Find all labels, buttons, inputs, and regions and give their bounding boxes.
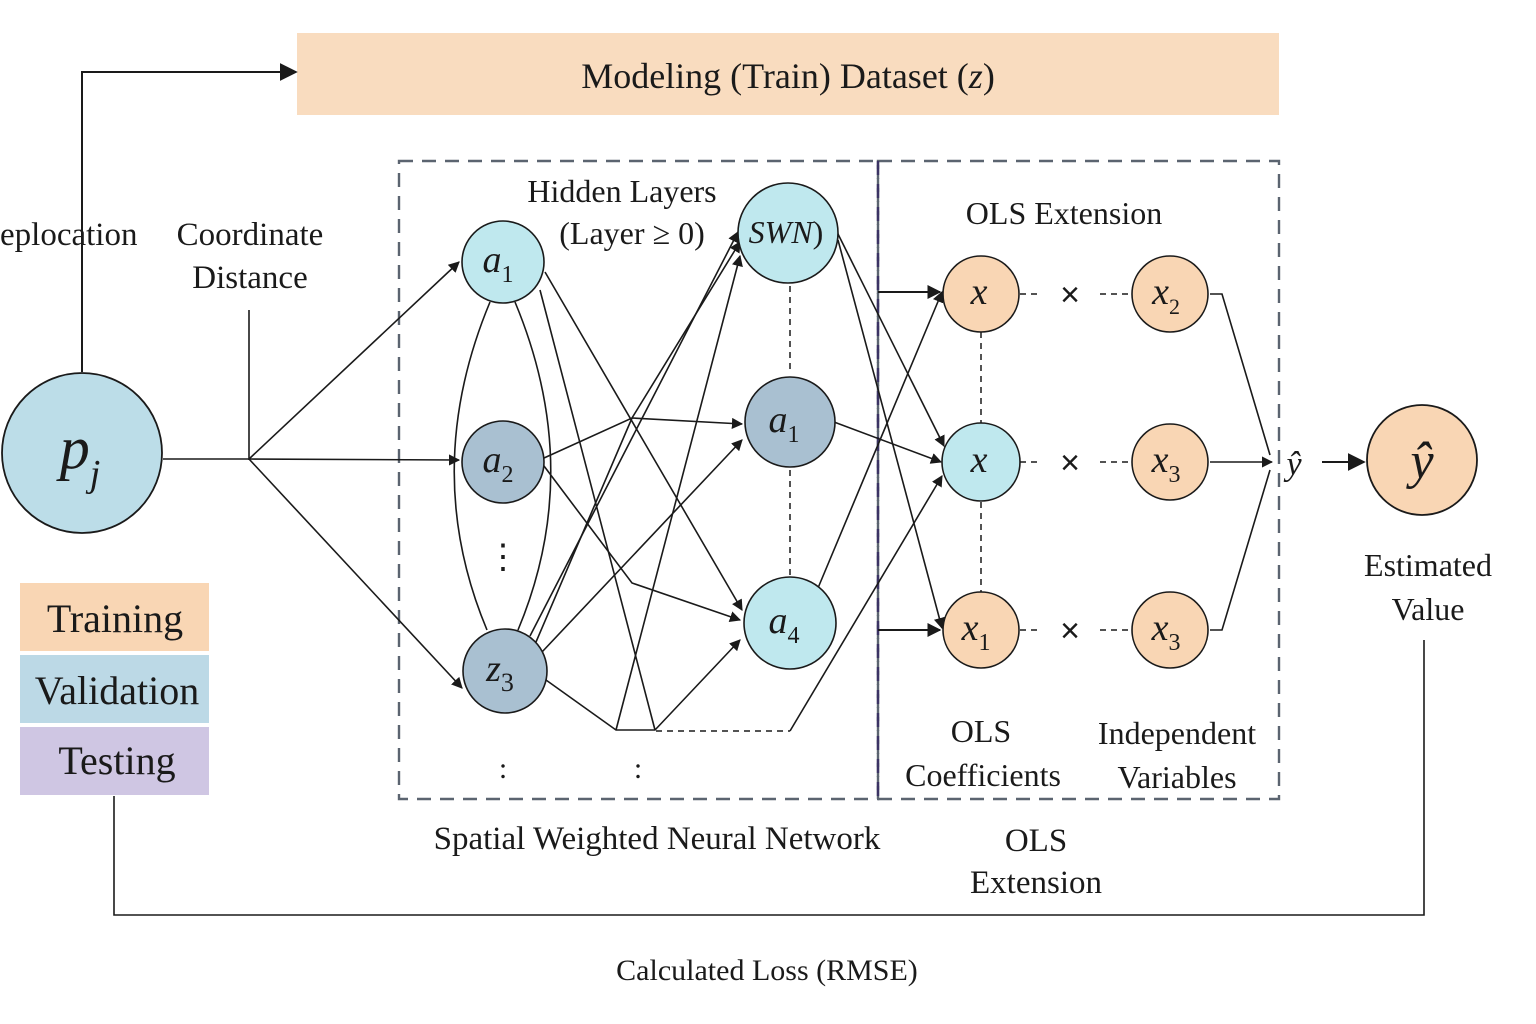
legend-testing-label: Testing: [58, 738, 175, 783]
hidden-arc-right: [514, 301, 552, 631]
ols-node-1: [942, 255, 1020, 333]
var-node-1: [1131, 255, 1209, 333]
legend-training-label: Training: [47, 596, 183, 641]
ols-node-2-label: x: [970, 439, 988, 481]
edge-in-h3: [248, 458, 463, 689]
edge-h1-s3: [544, 271, 743, 611]
output-node: [1366, 404, 1478, 516]
hidden-bottom-dots: :: [499, 752, 507, 785]
estimated-label: Estimated: [1364, 547, 1492, 583]
input-node: [1, 372, 163, 534]
ols-bottom-label-2: Extension: [970, 865, 1102, 901]
layer-condition-label: (Layer ≥ 0): [559, 215, 704, 251]
edge-h3-s1b: [535, 241, 741, 643]
hidden-node-z3: [462, 628, 548, 714]
var-node-2: [1131, 423, 1209, 501]
loss-label: Calculated Loss (RMSE): [616, 954, 918, 987]
ols-box: [876, 159, 1281, 801]
hidden-node-a1: [461, 220, 545, 304]
ols-node-3-label: x1: [961, 607, 991, 656]
dataset-banner: [297, 33, 1279, 115]
relocation-arrow: [81, 63, 298, 372]
swnn-box: [397, 159, 880, 801]
swn-node-label: SWN): [749, 214, 824, 250]
output-node-label: ŷ: [1405, 433, 1434, 490]
var-node-1-label: x2: [1151, 271, 1180, 319]
legend-training-swatch: [20, 583, 209, 651]
times-3: ×: [1060, 612, 1080, 650]
edge-h2-s3: [543, 465, 742, 623]
swnn-label: Spatial Weighted Neural Network: [434, 821, 881, 857]
ols-extension-top-label: OLS Extension: [966, 195, 1162, 231]
edge-h2-s2: [543, 417, 744, 459]
edge-h3-s1: [529, 231, 739, 637]
var-node-3-label: x3: [1151, 607, 1181, 656]
hidden-node-a2-label: a2: [483, 439, 514, 488]
independent-label-1: Independent: [1098, 715, 1256, 751]
edge-s1-c3: [837, 239, 945, 630]
input-node-label: pj: [56, 415, 101, 495]
legend-validation-label: Validation: [35, 668, 199, 713]
mid-bottom-dots: :: [634, 752, 642, 785]
var-node-2-label: x3: [1151, 439, 1181, 488]
edge-cross-1: [615, 254, 743, 731]
relocation-label: eplocation: [0, 217, 137, 253]
hidden-layers-label: Hidden Layers: [527, 173, 716, 209]
swn-node: [737, 182, 839, 284]
edge-s3-c1: [817, 290, 944, 589]
ols-coef-label-2: Coefficients: [905, 757, 1061, 793]
loss-loop: [113, 640, 1425, 916]
edge-s1-c2: [833, 225, 945, 448]
hidden-arc-left: [453, 301, 491, 631]
edge-in-h2: [248, 454, 461, 466]
edge-in-h1: [248, 261, 460, 460]
edge-h3-s2: [541, 439, 743, 653]
hidden-ellipsis: ⋮: [486, 539, 520, 576]
legend-validation-swatch: [20, 655, 209, 723]
second-node-a1-label: a1: [769, 399, 800, 448]
edge-bot-ols: [789, 475, 943, 732]
edge-s2-c2: [833, 421, 943, 464]
edge-h3-bot: [545, 639, 741, 731]
times-2: ×: [1060, 444, 1080, 482]
ols-node-1-label: x: [970, 271, 988, 313]
edge-v1-y: [1210, 293, 1271, 456]
edge-h1-bot: [539, 289, 656, 731]
legend-testing-swatch: [20, 727, 209, 795]
ols-bottom-label-1: OLS: [1005, 823, 1067, 859]
edge-v3-y: [1210, 469, 1271, 631]
independent-label-2: Variables: [1117, 759, 1236, 795]
var-node-3: [1131, 591, 1209, 669]
times-1: ×: [1060, 276, 1080, 314]
hidden-node-a2: [461, 420, 545, 504]
second-node-a4-label: a4: [769, 600, 800, 649]
value-label: Value: [1392, 591, 1465, 627]
second-node-a1: [744, 376, 836, 468]
dataset-banner-title: Modeling (Train) Dataset (z): [581, 56, 995, 96]
coordinate-label: Coordinate: [177, 217, 324, 253]
second-node-a4: [743, 576, 837, 670]
hidden-node-z3-label: z3: [485, 648, 514, 697]
ols-coef-label-1: OLS: [951, 713, 1011, 749]
hidden-node-a1-label: a1: [483, 239, 514, 288]
legend: Training Validation Testing: [20, 583, 209, 795]
distance-label: Distance: [192, 260, 307, 296]
ols-node-3: [942, 591, 1020, 669]
ols-node-2: [941, 422, 1021, 502]
yhat-mid-label: ŷ: [1283, 446, 1302, 483]
